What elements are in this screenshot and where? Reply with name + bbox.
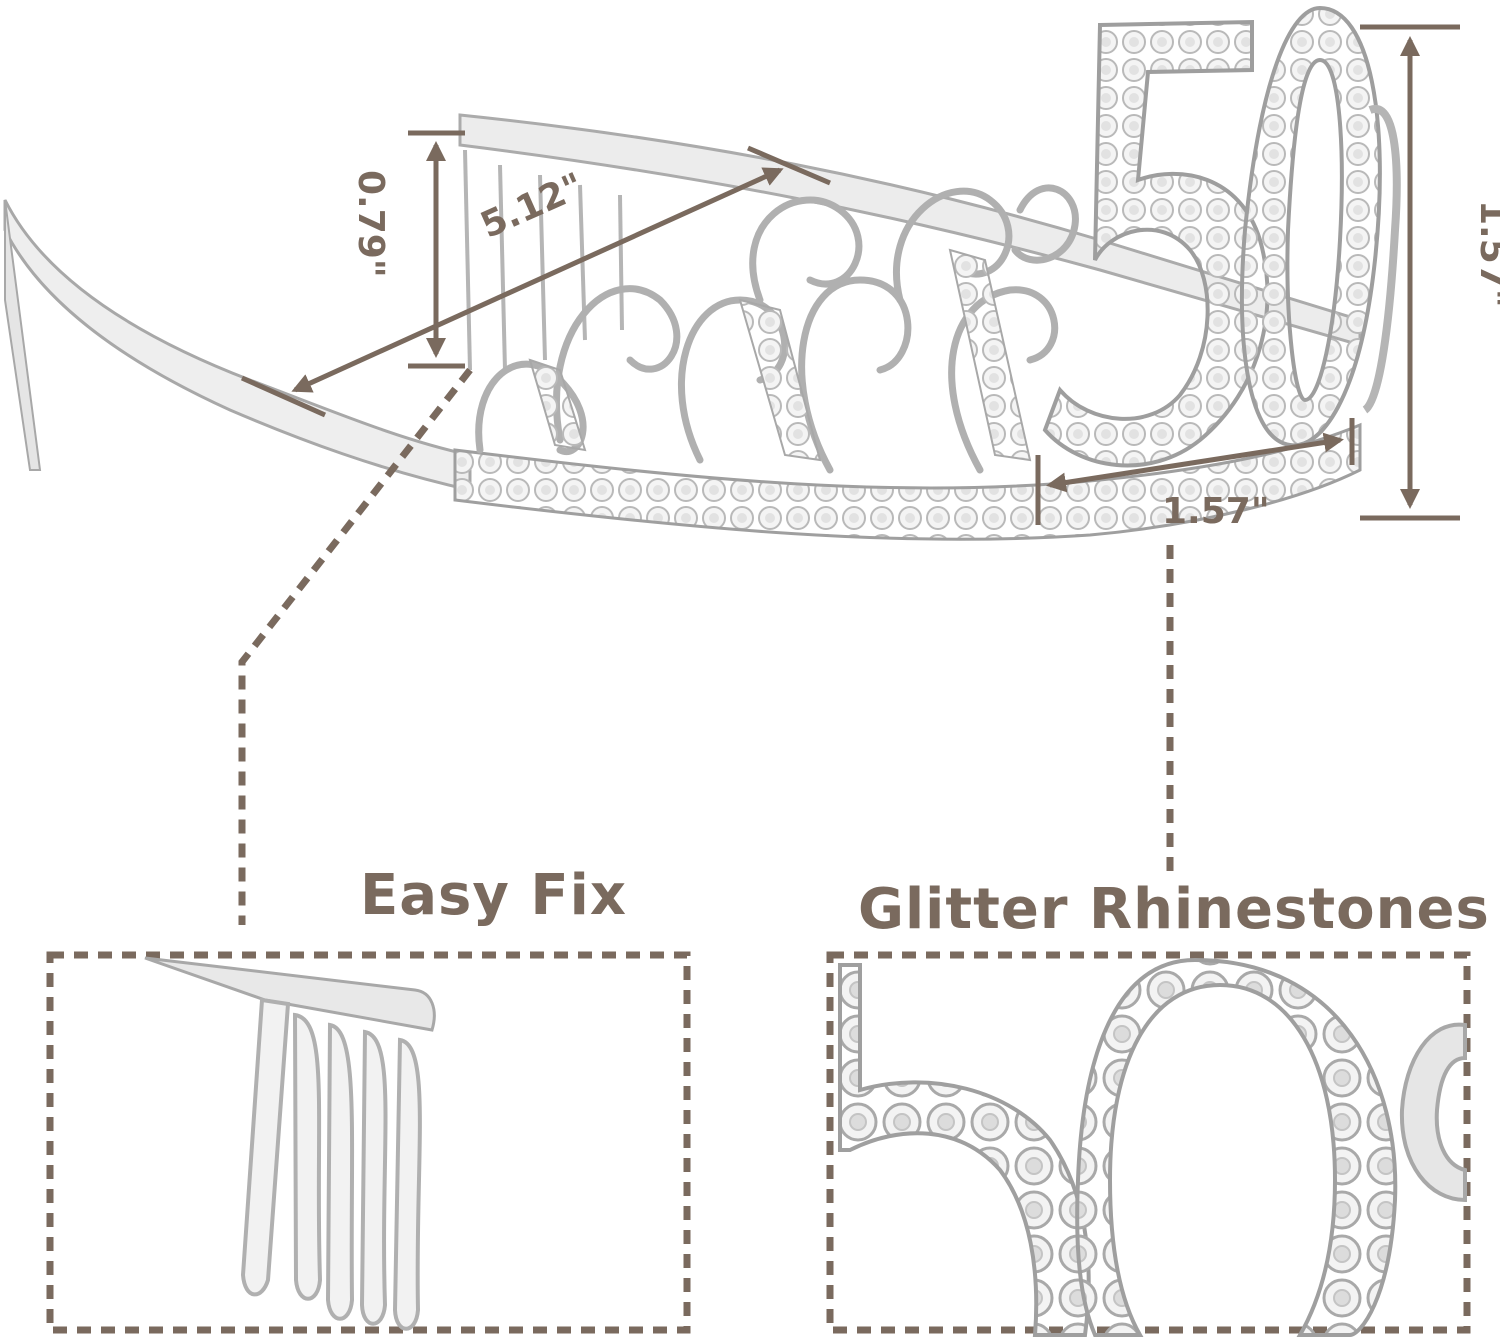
dimension-512-tick-right xyxy=(747,145,831,186)
dimension-label-number-width: 1.57" xyxy=(1162,491,1270,532)
feature-title-easy-fix: Easy Fix xyxy=(360,863,627,928)
easy-fix-frame xyxy=(46,951,691,1334)
connector-comb xyxy=(238,367,473,925)
dimension-512-tick-left xyxy=(240,375,327,418)
glitter-rhinestones-frame xyxy=(826,951,1471,1334)
easy-fix-panel xyxy=(46,951,691,1334)
dimension-label-tiara-height: 1.57" xyxy=(1472,200,1500,308)
dimension-label-comb-height: 0.79" xyxy=(350,170,391,278)
feature-title-glitter-rhinestones: Glitter Rhinestones xyxy=(858,877,1490,942)
comb-closeup-bar xyxy=(144,956,436,1032)
callout-connectors xyxy=(238,367,1174,925)
rhinestone-closeup xyxy=(838,957,1467,1337)
dimension-157h-arrow xyxy=(1046,432,1344,493)
tiara-number-0 xyxy=(1240,5,1401,448)
tiara-rhinestone-band xyxy=(453,422,1362,541)
glitter-rhinestones-panel xyxy=(826,951,1471,1337)
comb-closeup-teeth xyxy=(240,997,422,1331)
dimension-512-arrow xyxy=(291,167,784,393)
dimension-lines xyxy=(240,24,1460,525)
tiara xyxy=(3,5,1401,541)
